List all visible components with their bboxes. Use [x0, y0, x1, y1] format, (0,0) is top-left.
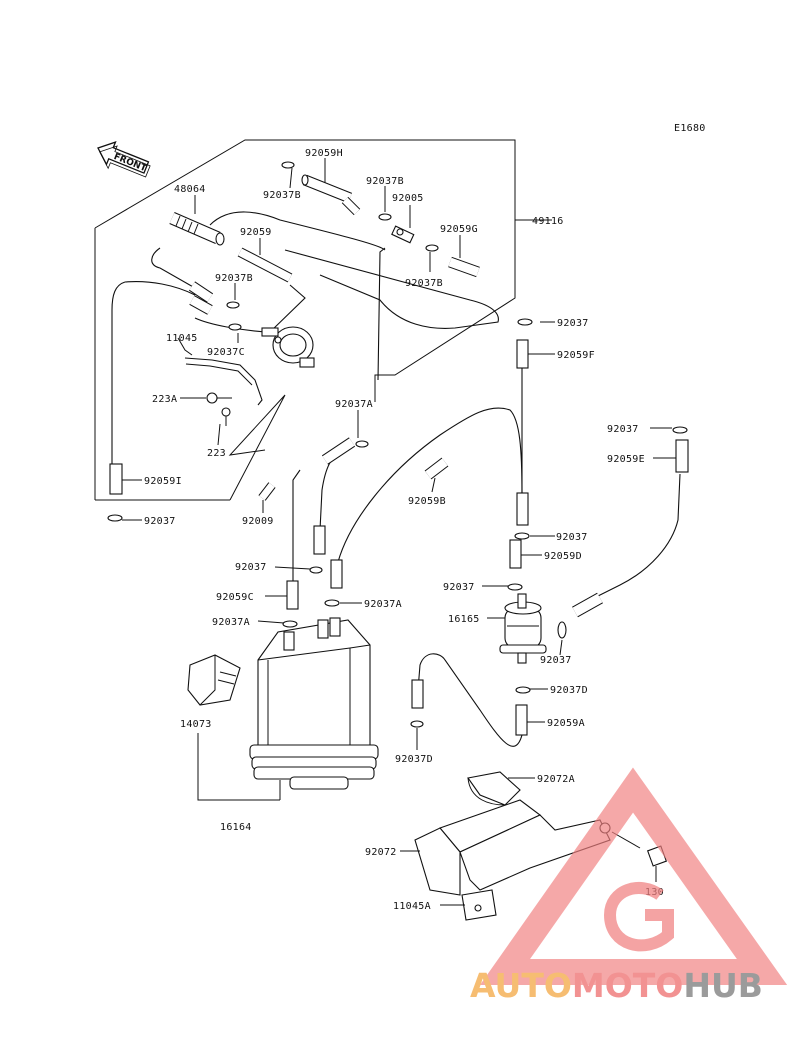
label-92059C: 92059C: [216, 592, 254, 603]
hose-short-left-1: [188, 281, 214, 303]
hose-92059I: [109, 463, 123, 495]
label-92059H: 92059H: [305, 148, 343, 159]
hose-92059H-b: [341, 196, 361, 216]
bolt-223A: [206, 392, 232, 404]
label-92037-3: 92037: [144, 516, 176, 527]
label-92037-5: 92037: [235, 562, 267, 573]
label-92059G: 92059G: [440, 224, 478, 235]
bolt-223: [221, 407, 231, 426]
hose-92059E: [675, 439, 689, 473]
front-arrow-icon: FRONT: [97, 141, 151, 178]
label-92037B-1: 92037B: [263, 190, 301, 201]
label-92009: 92009: [242, 516, 274, 527]
label-92059F: 92059F: [557, 350, 595, 361]
canister-hose-lines: [292, 366, 681, 747]
label-11045: 11045: [166, 333, 198, 344]
label-49116: 49116: [532, 216, 564, 227]
hose-right-to-filter: [572, 592, 603, 618]
label-92059E: 92059E: [607, 454, 645, 465]
label-48064: 48064: [174, 184, 206, 195]
label-92037D-1: 92037D: [550, 685, 588, 696]
label-16165: 16165: [448, 614, 480, 625]
label-16164: 16164: [220, 822, 252, 833]
label-11045A: 11045A: [393, 901, 431, 912]
label-92059A: 92059A: [547, 718, 585, 729]
label-92037-4: 92037: [556, 532, 588, 543]
clamp-icons: [107, 161, 688, 728]
label-92037-7: 92037: [540, 655, 572, 666]
screw-92009: [258, 482, 276, 501]
label-92037A-2: 92037A: [364, 599, 402, 610]
label-92037-1: 92037: [557, 318, 589, 329]
label-92037D-2: 92037D: [395, 754, 433, 765]
hose-short-left-2: [189, 295, 213, 315]
label-92037B-3: 92037B: [215, 273, 253, 284]
vacuum-hose-lines: [111, 211, 499, 465]
hose-92059G: [448, 256, 480, 278]
connector-14073: [187, 654, 241, 706]
label-92037B-2: 92037B: [366, 176, 404, 187]
hose-92059: [237, 247, 293, 283]
label-92059I: 92059I: [144, 476, 182, 487]
vacuum-valve: [261, 326, 315, 368]
hose-92059B: [424, 457, 449, 480]
label-14073: 14073: [180, 719, 212, 730]
label-92072A: 92072A: [537, 774, 575, 785]
t-fitting-92005: [391, 225, 415, 244]
label-92037B-4: 92037B: [405, 278, 443, 289]
label-92005: 92005: [392, 193, 424, 204]
label-92037C: 92037C: [207, 347, 245, 358]
label-92059B: 92059B: [408, 496, 446, 507]
hose-lower-left: [411, 679, 424, 709]
label-223: 223: [207, 448, 226, 459]
canister-16164: [249, 617, 379, 790]
hose-92059F: [516, 339, 529, 369]
label-92037-6: 92037: [443, 582, 475, 593]
hose-92059H: [301, 174, 353, 204]
canister-label-bracket: [197, 733, 281, 801]
hose-canister-left: [313, 525, 326, 555]
label-92037-2: 92037: [607, 424, 639, 435]
label-92072: 92072: [365, 847, 397, 858]
hose-92037A-fitting: [321, 437, 356, 465]
diagram-code: E1680: [674, 123, 706, 134]
filter-48064: [169, 212, 225, 246]
hose-92059C: [286, 580, 299, 610]
separator-16165: [499, 593, 547, 664]
label-92059: 92059: [240, 227, 272, 238]
watermark-auto: AUTOMOTOHUB: [470, 966, 763, 1005]
leader-lines: [122, 158, 676, 906]
label-92059D: 92059D: [544, 551, 582, 562]
label-92037A-1: 92037A: [335, 399, 373, 410]
hose-92059A: [515, 704, 528, 736]
hose-canister-mid: [330, 559, 343, 589]
watermark-logo: AUTOMOTOHUB: [470, 767, 788, 1005]
assembly-boundary: [94, 139, 552, 501]
bracket-11045: [184, 357, 263, 406]
label-223A: 223A: [152, 394, 177, 405]
bracket-92072: [414, 771, 611, 921]
hose-upper-d: [516, 492, 529, 526]
label-92037A-3: 92037A: [212, 617, 250, 628]
part-labels: 92059H 92037B 92037B 48064 92005 49116 9…: [144, 148, 664, 912]
hose-92059D: [509, 539, 522, 569]
